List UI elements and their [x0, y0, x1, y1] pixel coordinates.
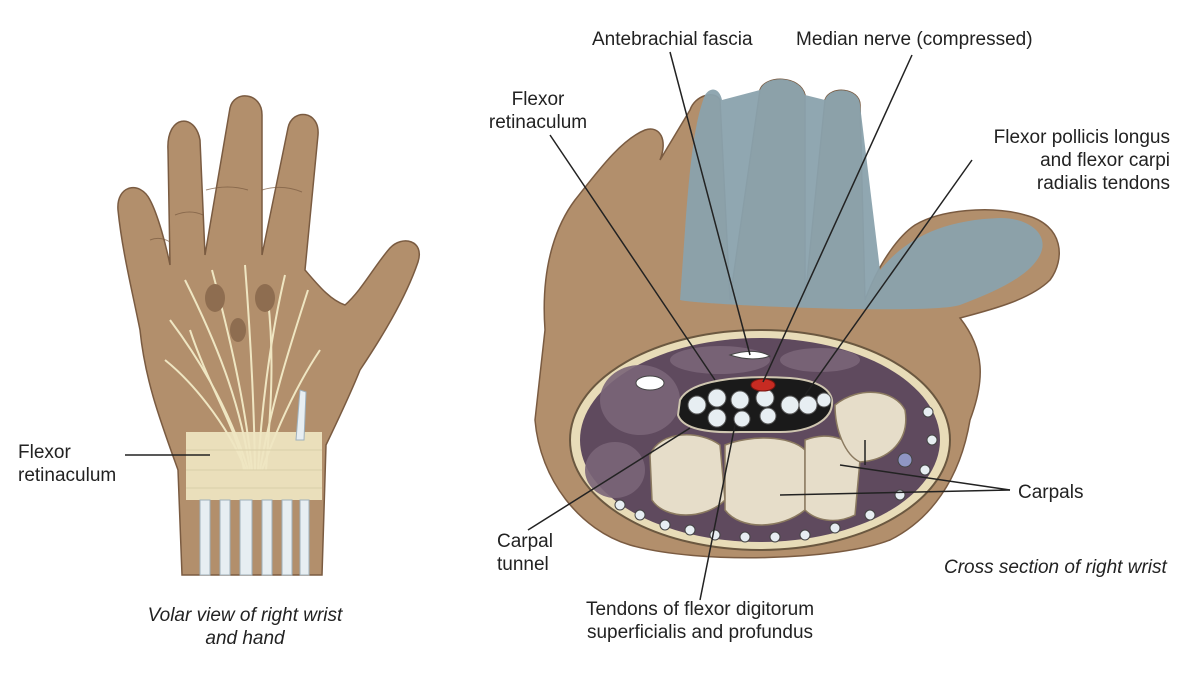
- carpals-label: Carpals: [1018, 481, 1083, 504]
- fpl-fcr-label: Flexor pollicis longus and flexor carpi …: [940, 126, 1170, 195]
- left-caption: Volar view of right wrist and hand: [130, 604, 360, 650]
- flexor-tendons-label: Tendons of flexor digitorum superficiali…: [570, 598, 830, 644]
- left-flexor-retinaculum: [186, 432, 322, 500]
- left-flexor-retinaculum-label: Flexor retinaculum: [18, 441, 116, 487]
- right-flexor-retinaculum-label: Flexor retinaculum: [478, 88, 598, 134]
- carpal-tunnel-label: Carpal tunnel: [497, 530, 553, 576]
- median-nerve-label: Median nerve (compressed): [796, 28, 1033, 51]
- left-hand: [118, 96, 419, 575]
- right-caption: Cross section of right wrist: [944, 556, 1167, 579]
- antebrachial-fascia-label: Antebrachial fascia: [592, 28, 753, 51]
